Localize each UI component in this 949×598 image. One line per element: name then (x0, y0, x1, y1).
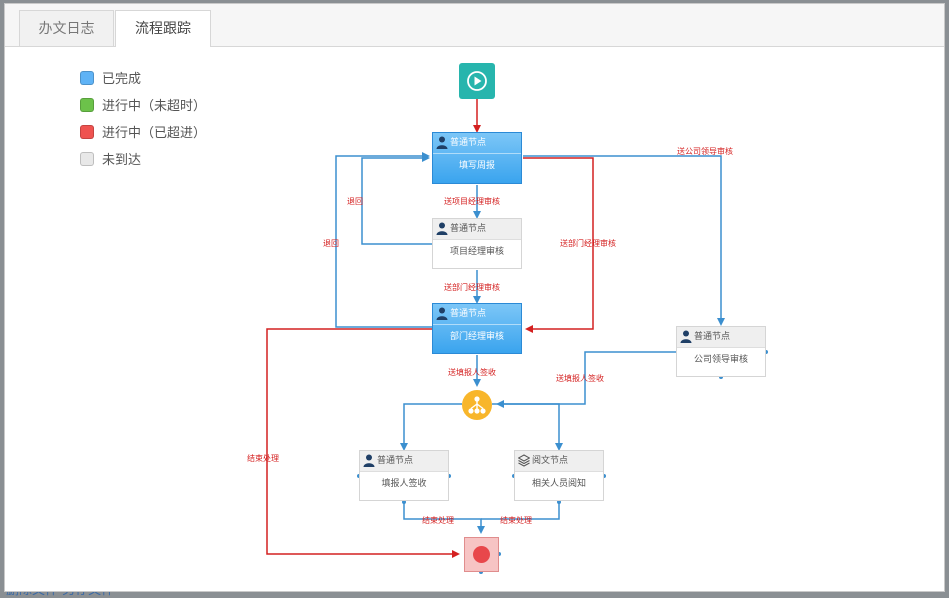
start-node[interactable] (459, 63, 495, 99)
edge-label-return-1: 退回 (347, 197, 363, 206)
flow-connectors (266, 99, 768, 574)
node-header: 普通节点 (360, 451, 448, 472)
user-icon (363, 454, 375, 467)
legend-label: 已完成 (102, 72, 142, 87)
user-icon (436, 222, 448, 235)
node-header: 普通节点 (433, 219, 521, 240)
node-header: 阅文节点 (515, 451, 603, 472)
legend-swatch-overdue (80, 125, 94, 139)
node-header: 普通节点 (433, 304, 521, 325)
node-type: 普通节点 (450, 224, 487, 234)
play-icon (467, 71, 487, 91)
legend-label: 进行中（已超进） (102, 126, 207, 141)
node-related-notice[interactable]: 阅文节点 相关人员阅知 (514, 450, 604, 501)
node-header: 普通节点 (677, 327, 765, 348)
legend-swatch-completed (80, 71, 94, 85)
node-type: 普通节点 (450, 138, 487, 148)
node-name: 填报人签收 (381, 479, 427, 489)
fork-gateway[interactable] (462, 390, 492, 420)
edge-label-end-3: 结束处理 (500, 516, 532, 525)
user-icon (436, 307, 448, 320)
end-node[interactable] (464, 537, 499, 572)
node-name: 相关人员阅知 (531, 479, 586, 489)
flow-tracking-dialog: 办文日志 流程跟踪 已完成 进行中（未超时） 进行中（已超进） 未到达 (4, 3, 945, 592)
tab-flow-tracking[interactable]: 流程跟踪 (115, 10, 211, 47)
node-name: 部门经理审核 (449, 332, 504, 342)
branch-icon (468, 396, 486, 414)
node-header: 普通节点 (433, 133, 521, 154)
layers-icon (518, 454, 530, 467)
legend-label: 未到达 (102, 153, 142, 168)
end-dot-icon (473, 546, 490, 563)
user-icon (680, 330, 692, 343)
node-reporter-sign[interactable]: 普通节点 填报人签收 (359, 450, 449, 501)
node-pm-review[interactable]: 普通节点 项目经理审核 (432, 218, 522, 269)
node-type: 阅文节点 (532, 456, 569, 466)
legend-swatch-in-progress (80, 98, 94, 112)
edge-label-to-company: 送公司领导审核 (677, 147, 733, 156)
edge-label-to-dept-1: 送部门经理审核 (560, 239, 616, 248)
node-name: 公司领导审核 (693, 355, 748, 365)
node-name: 项目经理审核 (449, 247, 504, 257)
node-fill-report[interactable]: 普通节点 填写周报 (432, 132, 522, 184)
tab-work-log[interactable]: 办文日志 (19, 10, 114, 46)
node-company-review[interactable]: 普通节点 公司领导审核 (676, 326, 766, 377)
node-type: 普通节点 (450, 309, 487, 319)
edge-label-to-dept-2: 送部门经理审核 (444, 283, 500, 292)
node-dept-review[interactable]: 普通节点 部门经理审核 (432, 303, 522, 354)
edge-label-end-1: 结束处理 (247, 454, 279, 463)
legend-label: 进行中（未超时） (102, 99, 207, 114)
edge-label-return-2: 退回 (323, 239, 339, 248)
node-name: 填写周报 (458, 161, 495, 171)
tab-bar: 办文日志 流程跟踪 (5, 4, 944, 47)
edge-label-to-pm: 送项目经理审核 (444, 197, 500, 206)
user-icon (436, 136, 448, 149)
edge-label-end-2: 结束处理 (422, 516, 454, 525)
edge-label-to-reporter-1: 送填报人签收 (448, 368, 496, 377)
node-type: 普通节点 (694, 332, 731, 342)
node-type: 普通节点 (377, 456, 414, 466)
edge-label-to-reporter-2: 送填报人签收 (556, 374, 604, 383)
legend-swatch-not-reached (80, 152, 94, 166)
